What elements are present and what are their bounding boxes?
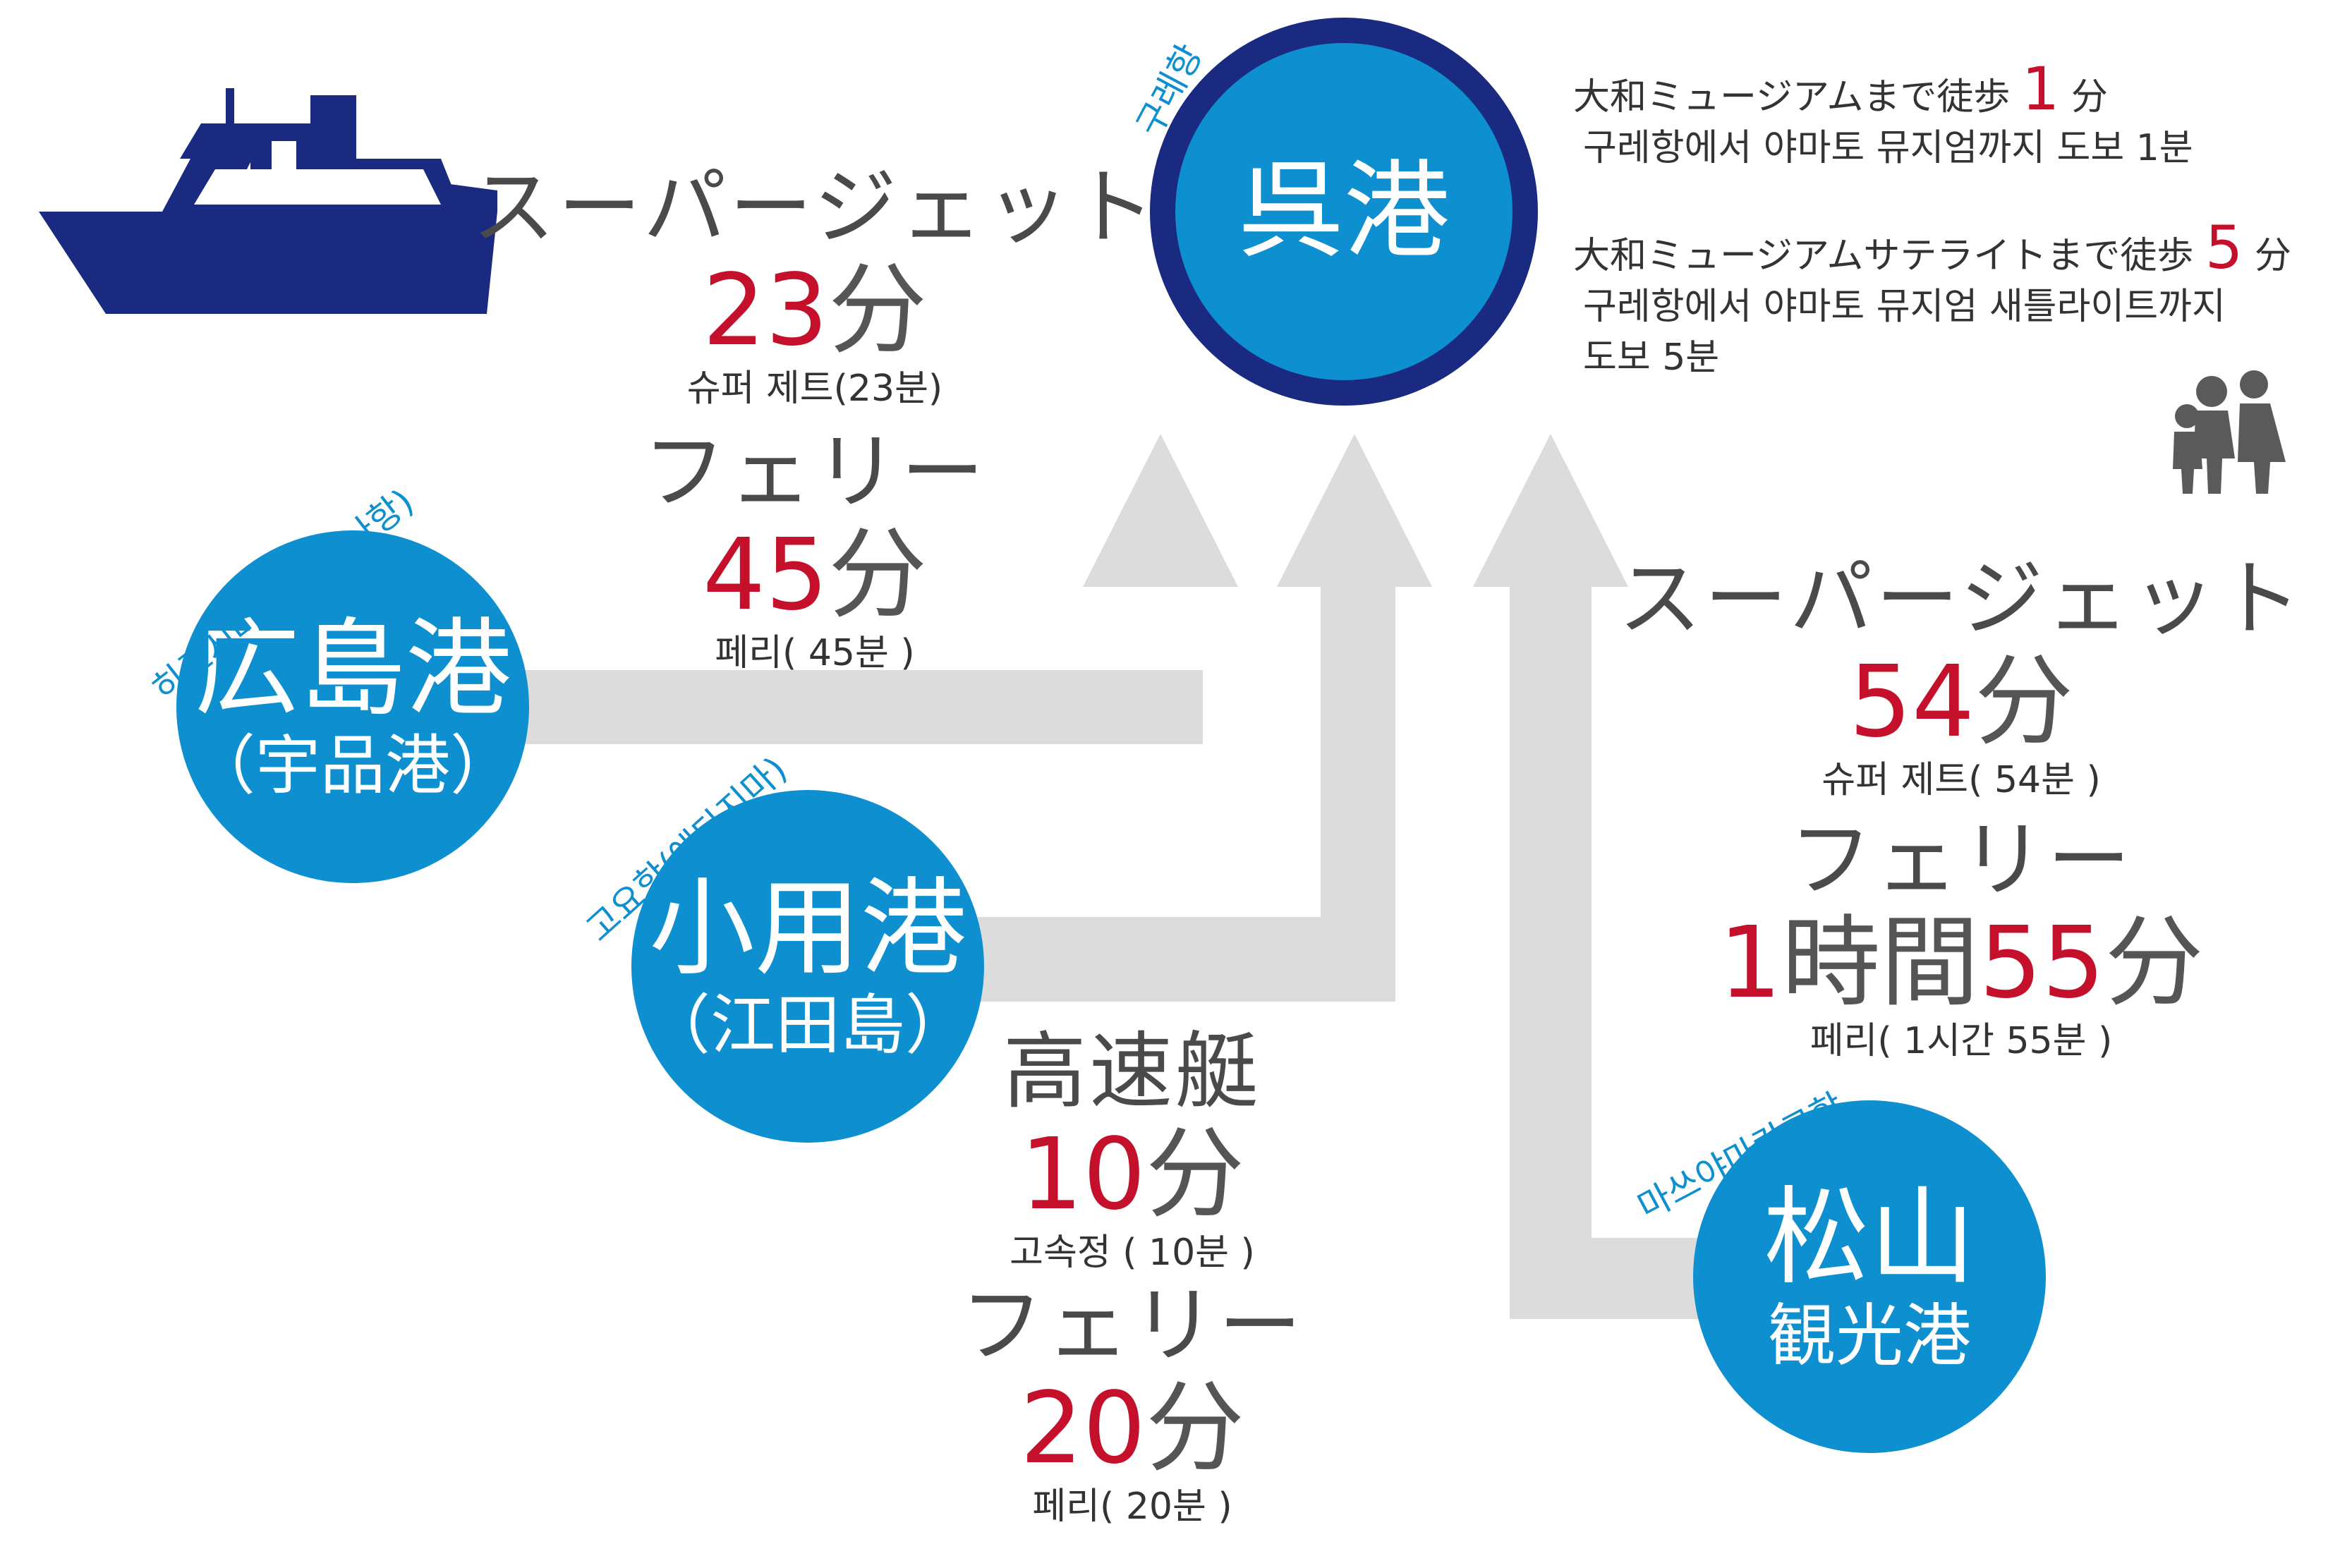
route-korean: 고속정 ( 10분 )	[1010, 1232, 1255, 1275]
walk-note-museum: 大和ミュージアムまで徒歩 1 分 구레항에서 야마토 뮤지엄까지 도보 1분	[1573, 59, 2193, 174]
port-koyo-name: 小用港	[648, 868, 966, 991]
port-kure: 呉港	[1150, 18, 1538, 406]
route-unit-hours: 時間	[1781, 906, 1980, 1021]
route-minutes: 55	[1979, 906, 2105, 1021]
walk-note-korean-line1: 구레항에서 야마토 뮤지엄 새틀라이트까지	[1583, 286, 2226, 328]
route-mode: フェリー	[642, 423, 987, 521]
route-minutes: 23	[702, 253, 829, 369]
walk-note-unit: 分	[2071, 76, 2108, 118]
route-korean: 페리( 20분 )	[1032, 1485, 1232, 1529]
route-mode: 高速艇	[1002, 1023, 1261, 1120]
walk-note-korean: 구레항에서 야마토 뮤지엄까지 도보 1분	[1583, 127, 2193, 169]
walk-note-minutes: 1	[2021, 54, 2060, 123]
port-hiroshima-subname: （宇品港）	[190, 728, 515, 804]
route-hours: 1	[1718, 906, 1782, 1021]
walk-note-text: 大和ミュージアムサテライトまで徒歩	[1573, 235, 2194, 277]
family-walking-icon	[2173, 370, 2286, 494]
walk-note-text: 大和ミュージアムまで徒歩	[1573, 76, 2011, 118]
port-koyo-subname: （江田島）	[645, 987, 970, 1064]
route-minutes: 54	[1848, 645, 1975, 760]
port-matsuyama-name: 松山	[1763, 1176, 1975, 1299]
route-unit: 分	[1146, 1371, 1245, 1487]
port-hiroshima: 広島港 （宇品港）	[176, 530, 529, 883]
route-mode: フェリー	[1788, 811, 2133, 908]
port-matsuyama: 松山 観光港	[1693, 1100, 2046, 1453]
walk-note-satellite: 大和ミュージアムサテライトまで徒歩 5 分 구레항에서 야마토 뮤지엄 새틀라이…	[1573, 218, 2291, 383]
route-koyo-speedboat: 高速艇 10分 고속정 ( 10분 )	[832, 1023, 1432, 1277]
arrow-matsuyama-to-kure	[1473, 434, 1721, 1319]
route-unit: 分	[828, 518, 928, 633]
port-matsuyama-subname: 観光港	[1768, 1296, 1971, 1375]
route-korean: 슈퍼 제트(23분)	[686, 367, 943, 411]
route-korean: 페리( 45분 )	[715, 632, 915, 675]
route-hiroshima-superjet: スーパージェット 23分 슈퍼 제트(23분)	[444, 159, 1185, 413]
port-kure-name: 呉港	[1237, 150, 1450, 273]
arrow-hiroshima-to-kure	[494, 434, 1238, 744]
port-koyo: 小用港 （江田島）	[631, 790, 984, 1143]
route-mode: スーパージェット	[471, 159, 1158, 256]
route-minutes: 10	[1019, 1117, 1146, 1233]
walk-note-minutes: 5	[2205, 213, 2243, 282]
route-hiroshima-ferry: フェリー 45分 페리( 45분 )	[444, 423, 1185, 678]
route-unit: 分	[1975, 645, 2074, 760]
route-unit: 分	[828, 253, 928, 369]
route-matsuyama-superjet: スーパージェット 54分 슈퍼 제트( 54분 )	[1608, 550, 2314, 805]
route-unit: 分	[1146, 1117, 1245, 1233]
route-korean: 페리( 1시간 55분 )	[1810, 1020, 2113, 1063]
route-koyo-ferry: フェリー 20分 페리( 20분 )	[832, 1277, 1432, 1531]
port-hiroshima-name: 広島港	[193, 608, 511, 731]
route-mode: フェリー	[959, 1277, 1304, 1374]
route-minutes: 20	[1019, 1371, 1146, 1487]
route-unit: 分	[2104, 906, 2204, 1021]
walk-note-unit: 分	[2254, 235, 2291, 277]
walk-note-korean-line2: 도보 5분	[1583, 336, 1720, 379]
route-minutes: 45	[702, 518, 829, 633]
route-korean: 슈퍼 제트( 54분 )	[1821, 759, 2101, 802]
arrow-koyo-to-kure	[917, 434, 1432, 1002]
route-mode: スーパージェット	[1618, 550, 2305, 648]
route-matsuyama-ferry: フェリー 1時間55分 페리( 1시간 55분 )	[1608, 811, 2314, 1066]
